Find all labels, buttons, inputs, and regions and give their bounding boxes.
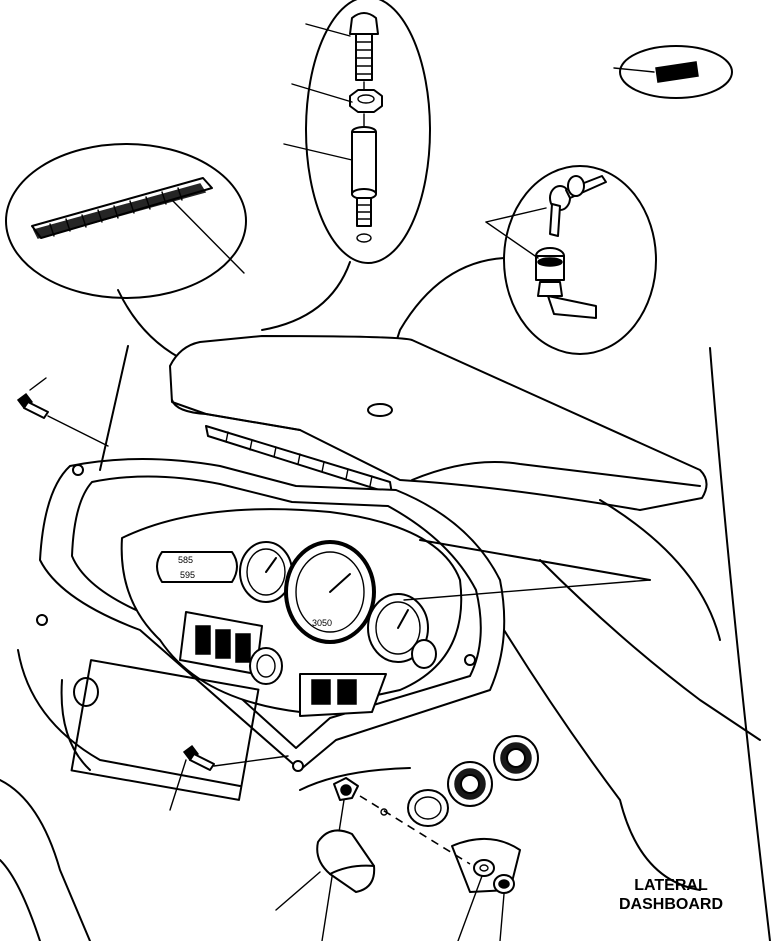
console-button-3: [493, 735, 539, 781]
dashboard-lid: [169, 335, 708, 511]
screw-center: [321, 777, 359, 941]
spacer-part: [351, 126, 377, 243]
detail-bubble-small-strip: [613, 45, 733, 99]
lower-console: [0, 345, 771, 941]
ribbed-strip-part: [31, 177, 213, 239]
detail-bubble-hardware: [283, 0, 431, 264]
console-button-2: [447, 761, 493, 807]
rocker-switches-right: [299, 673, 387, 717]
instrument-panel: 585 595 3050: [120, 508, 463, 717]
washer-part: [457, 859, 495, 941]
hex-nut-part: [349, 89, 383, 113]
detail-bubble-strip: [5, 143, 247, 299]
round-indicator: [249, 647, 283, 685]
key-part: [549, 175, 607, 237]
plate-label-top: 585: [178, 555, 193, 565]
caption-line-1: LATERAL: [634, 877, 708, 894]
caption-line-2: DASHBOARD: [619, 896, 723, 913]
console-button-1: [407, 789, 449, 827]
plate-label-bottom: 595: [180, 570, 195, 580]
center-gauge: 3050: [284, 540, 376, 644]
console-label-plate: [70, 659, 260, 801]
detail-bubble-key-lock: [485, 165, 657, 355]
lateral-dashboard-caption: LATERAL DASHBOARD: [606, 876, 736, 914]
leader-spacer: [283, 143, 353, 161]
leader-nut: [291, 83, 353, 103]
warning-light-plate: 585 595: [156, 551, 238, 583]
screw-lower-left: [169, 744, 289, 811]
right-gauge: [367, 593, 429, 663]
console-buttons: [407, 735, 539, 893]
leader-bolt: [305, 23, 351, 37]
leader-strip: [171, 199, 245, 274]
assembly-axis-line: [359, 795, 471, 865]
left-gauge: [239, 541, 293, 603]
control-knob: [275, 829, 376, 911]
small-strip-part: [655, 61, 699, 83]
center-gauge-label: 3050: [312, 618, 332, 628]
cap-bolt-part: [349, 12, 379, 81]
screw-upper-left: [16, 377, 109, 447]
lock-cylinder-part: [535, 247, 597, 319]
nut-part: [493, 874, 515, 941]
